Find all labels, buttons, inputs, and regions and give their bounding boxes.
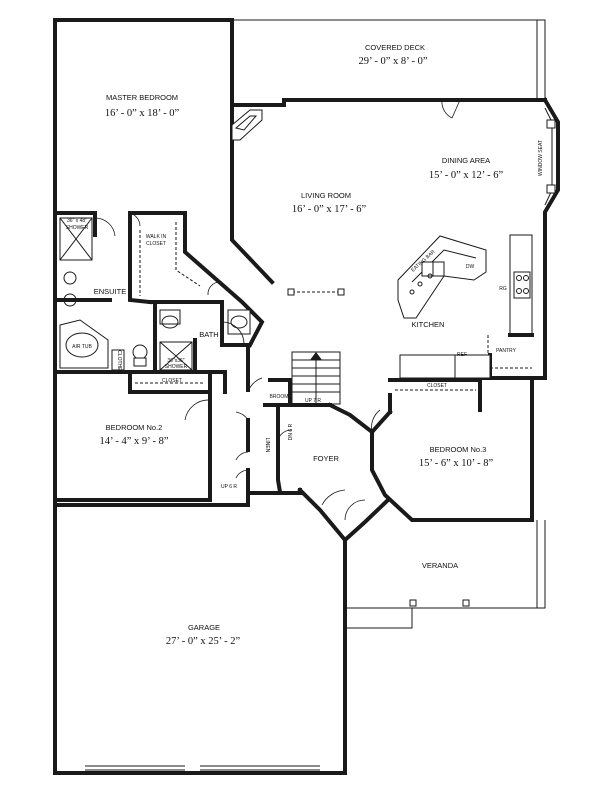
covered-deck-dim: 29’ - 0” x 8’ - 0” xyxy=(359,56,428,67)
garage-dim: 27’ - 0” x 25’ - 2” xyxy=(166,636,241,647)
window-seat-label: WINDOW SEAT xyxy=(538,140,544,176)
foyer-name: FOYER xyxy=(313,454,339,463)
master-bedroom-dim: 16’ - 0” x 18’ - 0” xyxy=(105,108,180,119)
covered-deck-outline xyxy=(232,19,546,119)
garage-front xyxy=(85,765,320,771)
living-room-name: LIVING ROOM xyxy=(301,191,351,200)
master-bedroom-name: MASTER BEDROOM xyxy=(106,93,178,102)
beam xyxy=(287,288,345,296)
shower-size-label: 36" x 48" xyxy=(67,218,87,224)
veranda-name: VERANDA xyxy=(422,561,458,570)
dn-6r-label: DN 6 R xyxy=(288,423,294,440)
bath-name: BATH xyxy=(199,330,218,339)
interior-walls xyxy=(53,103,547,507)
small-labels: WINDOW SEAT WALK IN CLOSET 36" x 48" SHO… xyxy=(66,140,544,490)
shower2-size-label: 36"x36" xyxy=(167,358,184,364)
garage-name: GARAGE xyxy=(188,623,220,632)
clothes-label: CLOTHES xyxy=(116,350,122,374)
shower2-label: SHOWER xyxy=(165,364,188,370)
ensuite-name: ENSUITE xyxy=(94,287,127,296)
fireplace-icon xyxy=(231,109,263,141)
dining-area-name: DINING AREA xyxy=(442,156,490,165)
veranda-outline xyxy=(345,520,546,629)
closet-bed3-label: CLOSET xyxy=(427,383,447,389)
stairs xyxy=(291,351,341,405)
air-tub-label: AIR TUB xyxy=(72,344,92,350)
broom-label: BROOM xyxy=(270,394,289,400)
closet-master-label: CLOSET xyxy=(162,378,182,384)
exterior-walls xyxy=(53,18,560,775)
bay-window xyxy=(544,107,556,206)
refrigerator xyxy=(399,354,491,379)
ensuite-fixtures xyxy=(59,217,125,371)
bedroom2-name: BEDROOM No.2 xyxy=(106,423,163,432)
pantry-label: PANTRY xyxy=(496,348,516,354)
linen-label: LINEN xyxy=(264,438,270,453)
bath-fixtures xyxy=(132,309,251,371)
shower-label: SHOWER xyxy=(66,225,89,231)
kitchen-name: KITCHEN xyxy=(412,320,445,329)
dw-label: DW xyxy=(466,264,475,270)
walk-in-closet-label-1: WALK IN xyxy=(146,234,167,240)
rg-label: RG xyxy=(499,286,507,292)
ref-label: REF xyxy=(457,352,467,358)
up-7r-label: UP 7 R xyxy=(305,398,321,404)
bedroom2-dim: 14’ - 4” x 9’ - 8” xyxy=(100,436,169,447)
bedroom3-dim: 15’ - 6” x 10’ - 8” xyxy=(419,458,494,469)
living-room-dim: 16’ - 0” x 17’ - 6” xyxy=(292,204,367,215)
bedroom3-name: BEDROOM No.3 xyxy=(430,445,487,454)
dining-area-dim: 15’ - 0” x 12’ - 6” xyxy=(429,170,504,181)
covered-deck-name: COVERED DECK xyxy=(365,43,425,52)
walk-in-closet-label-2: CLOSET xyxy=(146,241,166,247)
kitchen-island xyxy=(397,235,487,319)
closet-rods xyxy=(129,222,476,391)
up-6r-label: UP 6 R xyxy=(221,484,237,490)
room-labels: COVERED DECK 29’ - 0” x 8’ - 0” MASTER B… xyxy=(94,43,504,647)
door-swings xyxy=(94,212,381,521)
